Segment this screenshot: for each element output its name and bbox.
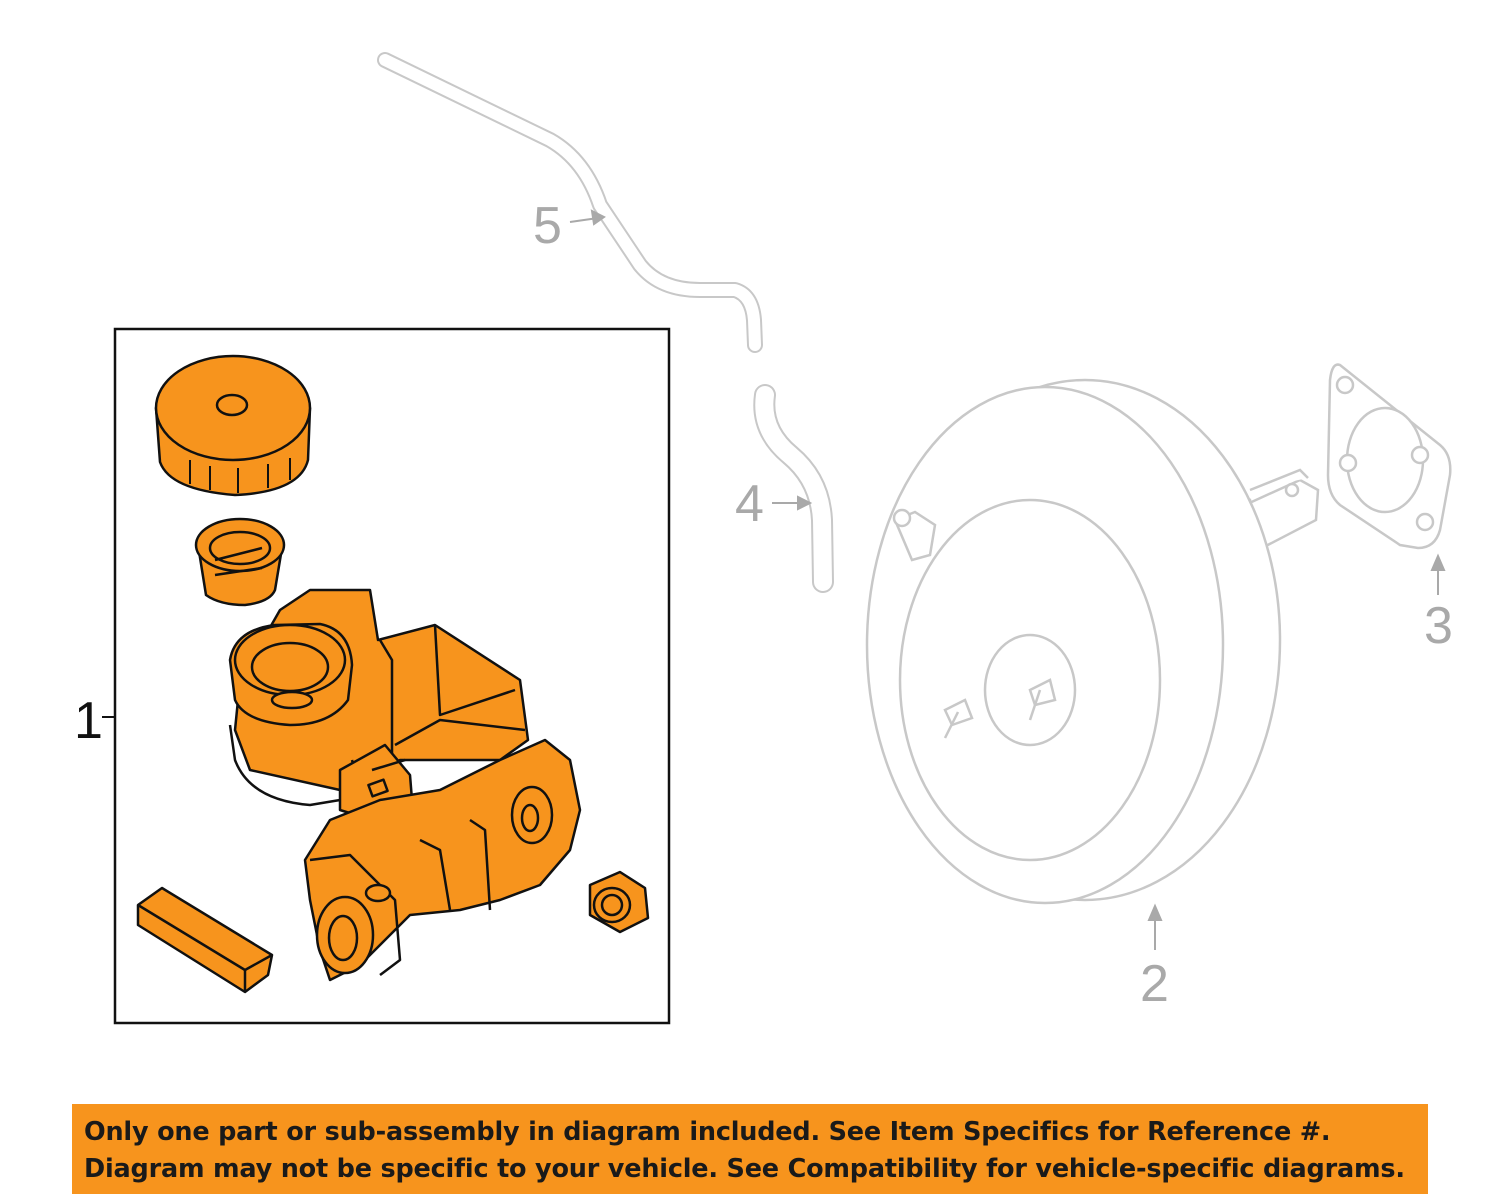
callout-arrow-5 (569, 209, 606, 226)
disclaimer-banner: Only one part or sub-assembly in diagram… (72, 1104, 1428, 1194)
callout-arrow-2 (1147, 903, 1163, 950)
mounting-nut (588, 870, 650, 934)
callout-3: 3 (1424, 597, 1453, 655)
master-cylinder-body (228, 588, 582, 982)
callout-4: 4 (735, 475, 764, 533)
callout-1: 1 (74, 692, 103, 750)
callout-arrow-3 (1430, 553, 1446, 595)
reservoir-strainer (194, 517, 286, 607)
vacuum-pipe (377, 52, 763, 353)
brake-booster (865, 378, 1320, 905)
cylinder-seal (136, 886, 274, 994)
callout-5: 5 (533, 197, 562, 255)
disclaimer-line-2: Diagram may not be specific to your vehi… (84, 1154, 1405, 1184)
callout-2: 2 (1140, 955, 1169, 1013)
booster-gasket (1326, 363, 1452, 550)
callout-arrow-4 (772, 495, 813, 511)
vacuum-hose (753, 384, 834, 593)
disclaimer-line-1: Only one part or sub-assembly in diagram… (84, 1117, 1331, 1147)
reservoir-cap (154, 354, 312, 497)
